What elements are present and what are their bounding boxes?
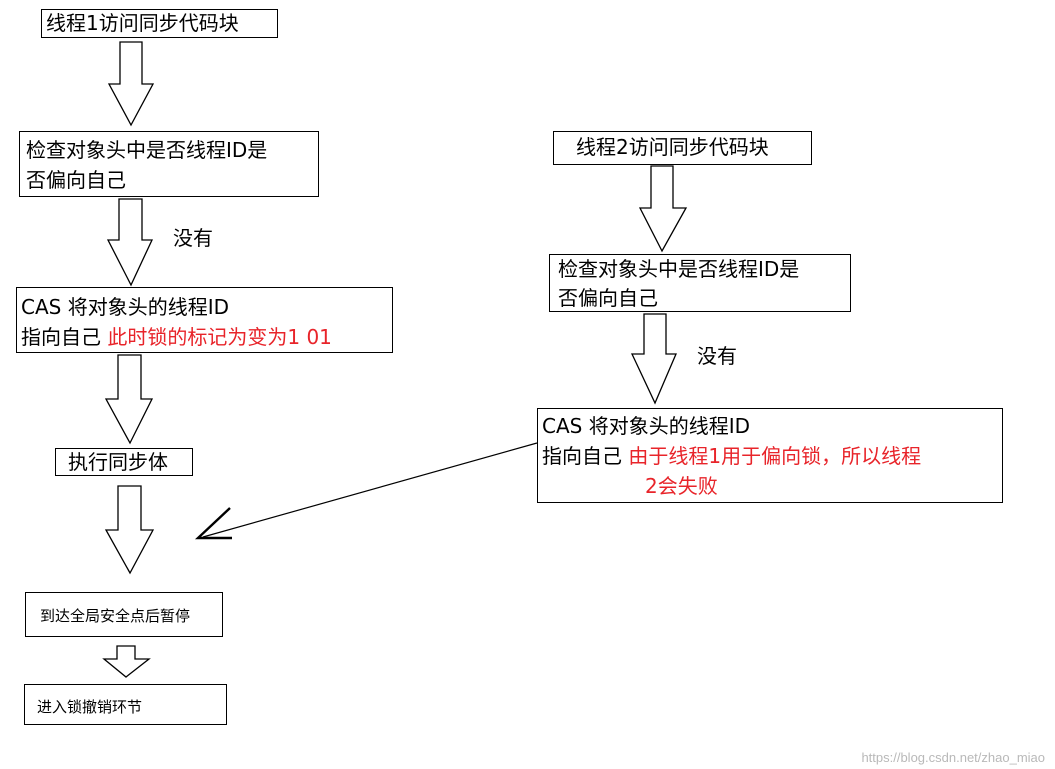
thread1-execute-label: 执行同步体 bbox=[68, 450, 168, 474]
arrow-cas-to-execute bbox=[104, 354, 154, 445]
thread1-cas-line2-red: 此时锁的标记为变为1 01 bbox=[107, 325, 332, 349]
watermark: https://blog.csdn.net/zhao_miao bbox=[861, 750, 1045, 765]
revoke-label: 进入锁撤销环节 bbox=[37, 698, 143, 716]
thread2-cas-line3-red: 2会失败 bbox=[645, 474, 718, 498]
safepoint-box: 到达全局安全点后暂停 bbox=[25, 592, 223, 637]
arrow-thread2-check-to-cas bbox=[630, 313, 677, 405]
arrow-check-to-cas bbox=[106, 198, 154, 287]
thread1-cas-line2-black: 指向自己 bbox=[21, 325, 101, 349]
thread2-cas-box: CAS 将对象头的线程ID 指向自己 由于线程1用于偏向锁，所以线程 2会失败 bbox=[537, 408, 1003, 503]
thread2-no-label: 没有 bbox=[697, 344, 737, 368]
thread1-cas-line2: 指向自己 此时锁的标记为变为1 01 bbox=[21, 322, 392, 352]
thread2-check-line2: 否偏向自己 bbox=[558, 286, 658, 310]
thread1-start-box: 线程1访问同步代码块 bbox=[41, 9, 278, 38]
arrow-thread2-to-execute-head bbox=[194, 507, 232, 540]
thread1-check-line2: 否偏向自己 bbox=[26, 168, 126, 192]
thread1-check-box: 检查对象头中是否线程ID是 否偏向自己 bbox=[19, 131, 319, 197]
safepoint-label: 到达全局安全点后暂停 bbox=[40, 607, 191, 625]
thread2-cas-line2-red: 由于线程1用于偏向锁，所以线程 bbox=[628, 444, 922, 468]
thread2-start-box: 线程2访问同步代码块 bbox=[553, 131, 812, 165]
thread2-check-line1: 检查对象头中是否线程ID是 bbox=[558, 257, 800, 281]
arrow-safepoint-to-revoke bbox=[102, 645, 151, 678]
arrow-thread2-to-execute bbox=[202, 442, 538, 538]
thread1-cas-line1: CAS 将对象头的线程ID bbox=[21, 295, 229, 319]
thread1-start-label: 线程1访问同步代码块 bbox=[46, 11, 239, 35]
thread1-check-line1: 检查对象头中是否线程ID是 bbox=[26, 138, 268, 162]
thread2-start-label: 线程2访问同步代码块 bbox=[576, 135, 769, 159]
thread1-cas-box: CAS 将对象头的线程ID 指向自己 此时锁的标记为变为1 01 bbox=[16, 287, 393, 353]
thread1-no-label: 没有 bbox=[173, 226, 213, 250]
thread2-cas-line1: CAS 将对象头的线程ID bbox=[542, 414, 750, 438]
thread1-execute-box: 执行同步体 bbox=[55, 448, 193, 476]
revoke-box: 进入锁撤销环节 bbox=[24, 684, 227, 725]
arrow-execute-to-safepoint bbox=[104, 485, 155, 575]
thread2-cas-line2: 指向自己 由于线程1用于偏向锁，所以线程 bbox=[542, 441, 1002, 471]
thread2-check-box: 检查对象头中是否线程ID是 否偏向自己 bbox=[549, 254, 851, 312]
arrow-thread2-start-to-check bbox=[638, 165, 688, 253]
arrow-start-to-check bbox=[107, 41, 155, 127]
thread2-cas-line2-black: 指向自己 bbox=[542, 444, 622, 468]
